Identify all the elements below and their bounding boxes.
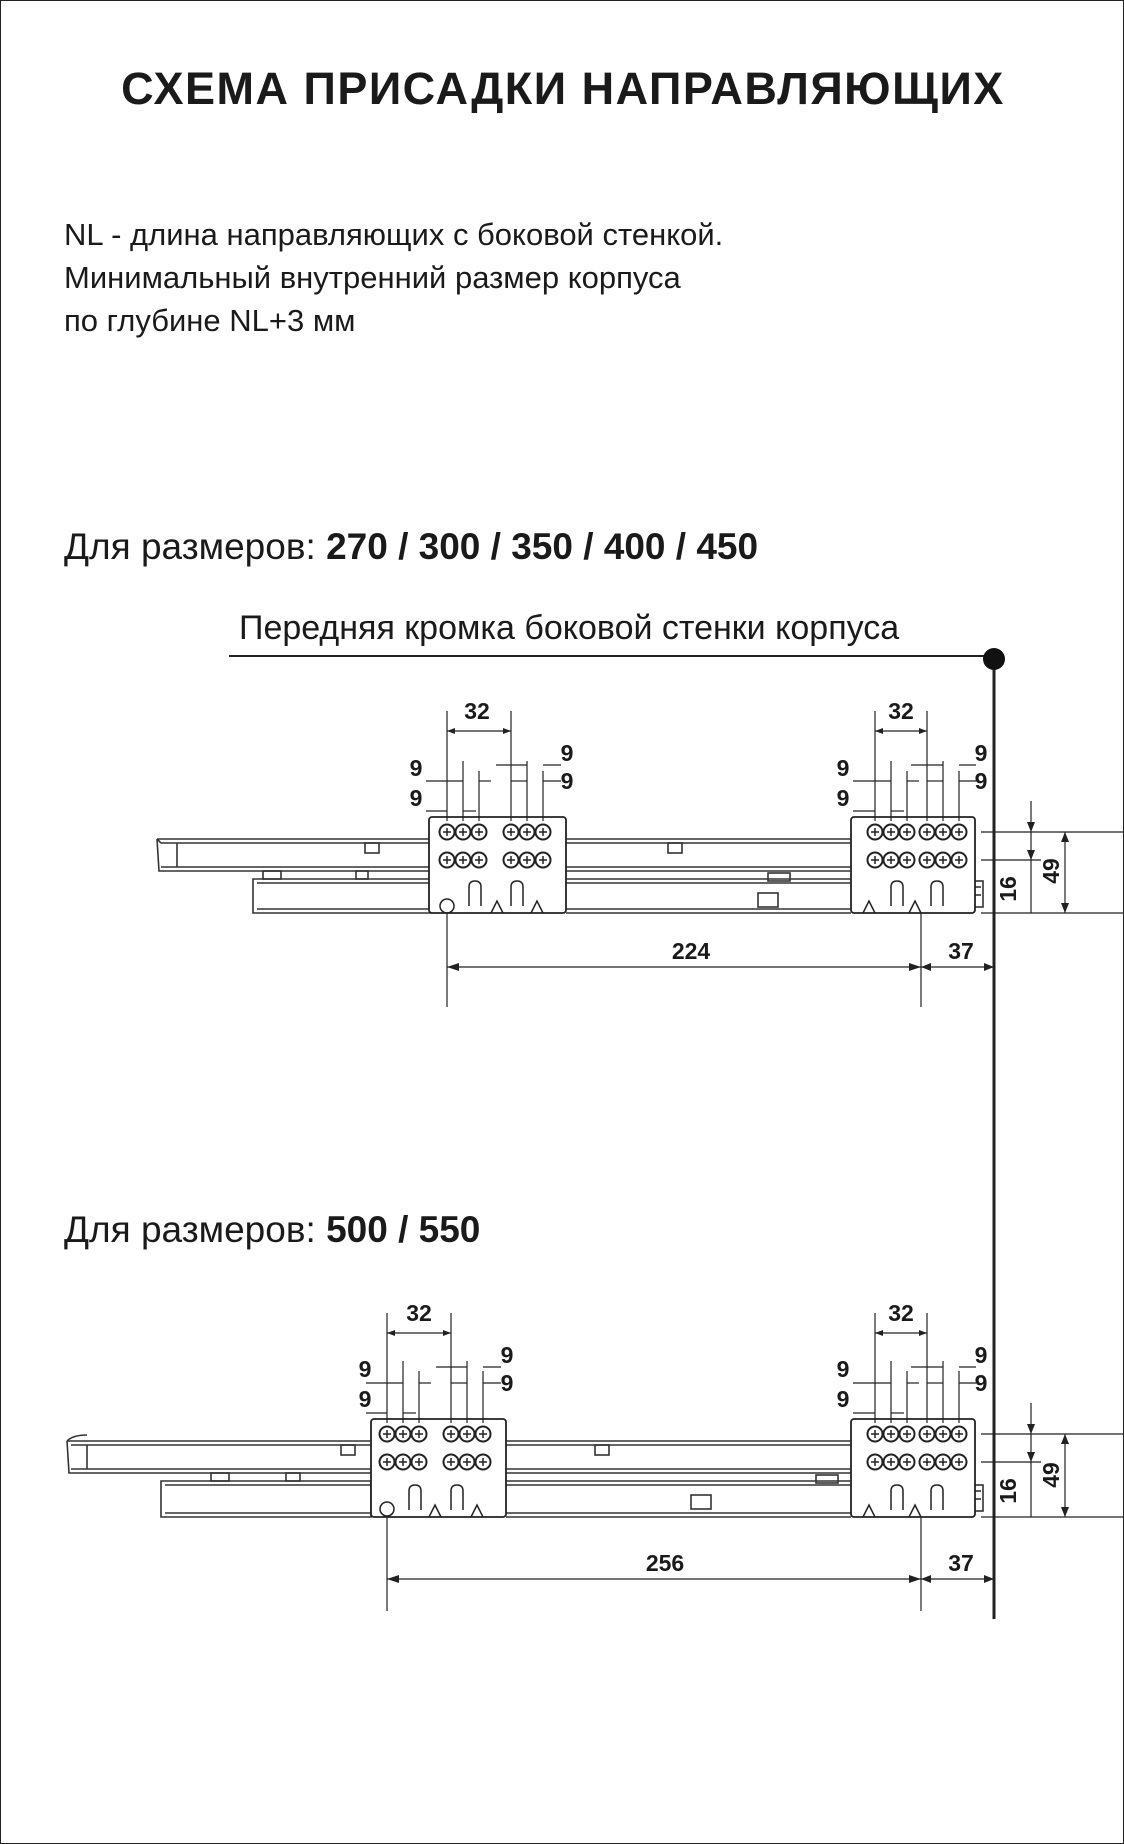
dim-offset: 9 — [837, 1356, 850, 1382]
dim-offset: 9 — [410, 785, 423, 811]
dim-offset: 9 — [975, 768, 988, 794]
screw-holes — [378, 1425, 492, 1471]
dim-pitch-rear: 32 — [406, 1300, 432, 1326]
dim-offset: 9 — [975, 1342, 988, 1368]
size-group-heading: Для размеров: 270 / 300 / 350 / 400 / 45… — [64, 526, 758, 568]
dim-offset: 9 — [837, 785, 850, 811]
dim-offset: 9 — [359, 1386, 372, 1412]
dim-spacing: 256 — [646, 1550, 684, 1576]
lower-rail — [252, 870, 984, 914]
description-line: по глубине NL+3 мм — [64, 303, 356, 338]
dim-offset: 9 — [501, 1342, 514, 1368]
dimension-labels: 32 32 9 9 9 9 9 9 9 9 256 37 16 49 — [359, 1300, 1064, 1576]
dim-offset: 9 — [975, 740, 988, 766]
lower-rail — [160, 1472, 984, 1518]
upper-rail — [66, 1434, 851, 1474]
dimension-labels: 32 32 9 9 9 9 9 9 9 9 224 37 16 49 — [410, 698, 1064, 964]
screw-holes — [438, 823, 552, 869]
dim-offset: 9 — [359, 1356, 372, 1382]
dim-spacing: 224 — [672, 938, 711, 964]
front-edge-marker — [229, 648, 1005, 1619]
dim-height-large: 49 — [1038, 858, 1064, 884]
dim-pitch-rear: 32 — [464, 698, 490, 724]
dim-front-offset: 37 — [948, 1550, 974, 1576]
dim-offset: 9 — [410, 755, 423, 781]
dimension-lines — [366, 1313, 1123, 1611]
front-edge-label: Передняя кромка боковой стенки корпуса — [239, 609, 900, 647]
size-group-heading: Для размеров: 500 / 550 — [64, 1209, 480, 1251]
page-title: СХЕМА ПРИСАДКИ НАПРАВЛЯЮЩИХ — [121, 63, 1005, 114]
dim-offset: 9 — [561, 740, 574, 766]
dim-height-large: 49 — [1038, 1462, 1064, 1488]
dim-offset: 9 — [501, 1370, 514, 1396]
dim-front-offset: 37 — [948, 938, 974, 964]
dim-height-small: 16 — [995, 1478, 1021, 1504]
rear-mounting-bracket — [370, 1418, 507, 1518]
size-group-prefix: Для размеров: — [64, 526, 327, 567]
size-group-prefix: Для размеров: — [64, 1209, 327, 1250]
description: NL - длина направляющих с боковой стенко… — [64, 213, 723, 342]
dim-offset: 9 — [561, 768, 574, 794]
dim-offset: 9 — [837, 1386, 850, 1412]
description-line: NL - длина направляющих с боковой стенко… — [64, 217, 724, 252]
rear-mounting-bracket — [428, 816, 567, 914]
dim-pitch-front: 32 — [888, 1300, 914, 1326]
dimension-lines — [426, 711, 1123, 1007]
front-mounting-bracket — [850, 816, 976, 914]
size-group-values: 500 / 550 — [326, 1209, 481, 1250]
size-group-values: 270 / 300 / 350 / 400 / 450 — [326, 526, 759, 567]
drawer-slide-diagram-2: 32 32 9 9 9 9 9 9 9 9 256 37 16 49 — [66, 1300, 1123, 1611]
upper-rail — [156, 838, 851, 872]
drawer-slide-diagram-1: 32 32 9 9 9 9 9 9 9 9 224 37 16 49 — [156, 698, 1123, 1007]
dim-offset: 9 — [837, 755, 850, 781]
dim-height-small: 16 — [995, 876, 1021, 902]
description-line: Минимальный внутренний размер корпуса — [64, 260, 681, 295]
front-mounting-bracket — [850, 1418, 976, 1518]
dim-offset: 9 — [975, 1370, 988, 1396]
dim-pitch-front: 32 — [888, 698, 914, 724]
